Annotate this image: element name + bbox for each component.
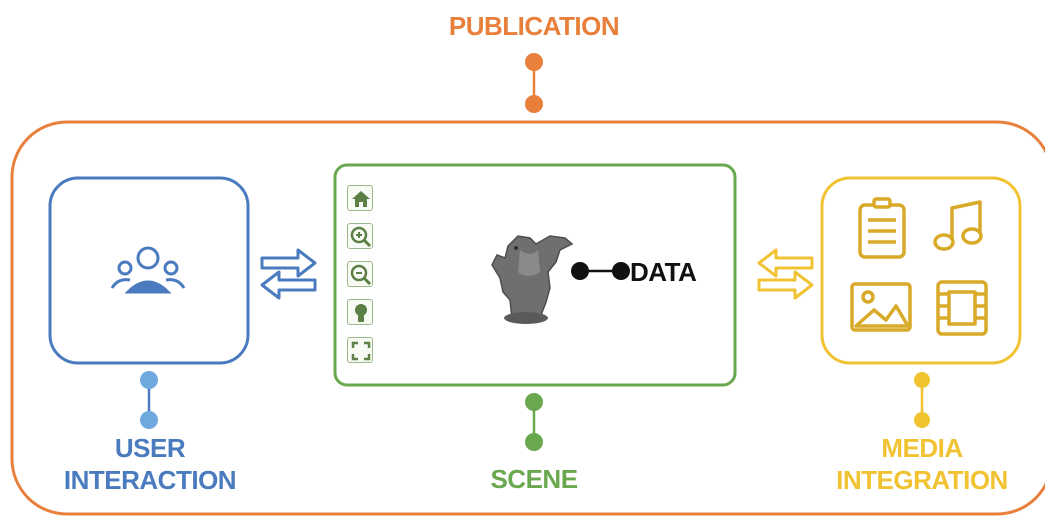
user-label-line1: USER	[114, 433, 186, 463]
media-label-line2: INTEGRATION	[836, 465, 1008, 495]
zoom-out-icon	[350, 264, 372, 286]
media-scene-exchange-arrows	[757, 248, 814, 300]
zoom-in-icon	[350, 226, 372, 248]
scene-label: SCENE	[490, 464, 578, 494]
users-group-icon	[110, 246, 186, 294]
image-icon	[850, 282, 912, 332]
publication-container	[10, 120, 1045, 516]
user-label-line2: INTERACTION	[63, 465, 237, 495]
data-label: DATA	[630, 257, 697, 287]
user-interaction-label: USER INTERACTION	[40, 432, 260, 496]
light-button[interactable]	[347, 299, 373, 325]
home-button[interactable]	[347, 185, 373, 211]
zoom-out-button[interactable]	[347, 261, 373, 287]
user-interaction-box	[48, 176, 250, 365]
fullscreen-button[interactable]	[347, 337, 373, 363]
user-connector	[140, 371, 158, 429]
scene-connector	[525, 393, 543, 451]
publication-label: PUBLICATION	[448, 11, 620, 41]
film-icon	[936, 280, 988, 336]
gargoyle-statue-image	[491, 235, 574, 324]
zoom-in-button[interactable]	[347, 223, 373, 249]
fullscreen-icon	[351, 341, 371, 361]
home-icon	[352, 191, 370, 207]
media-integration-label: MEDIA INTEGRATION	[812, 432, 1032, 496]
media-connector	[914, 372, 930, 428]
document-icon	[858, 197, 906, 259]
music-note-icon	[933, 200, 983, 251]
media-label-line1: MEDIA	[881, 433, 963, 463]
publication-connector	[525, 53, 543, 113]
light-icon	[355, 304, 367, 322]
user-scene-exchange-arrows	[260, 248, 317, 300]
media-integration-box	[820, 176, 1022, 365]
data-connector	[571, 262, 630, 280]
